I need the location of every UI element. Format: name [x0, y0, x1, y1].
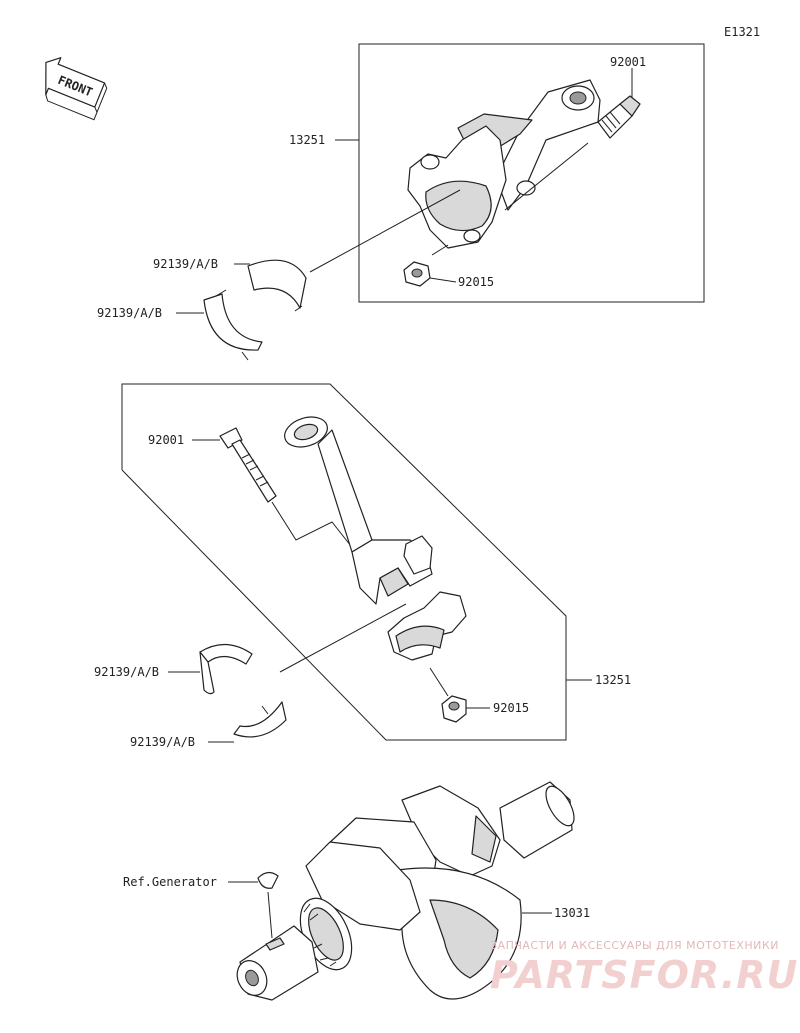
label-bolt-upper: 92001 — [610, 55, 646, 69]
bearing-shell-lower-b — [233, 701, 287, 738]
connecting-rod-lower — [284, 416, 433, 605]
lower-group-frame — [121, 383, 567, 741]
watermark-tagline: ЗАПЧАСТИ И АКСЕССУАРЫ ДЛЯ МОТОТЕХНИКИ — [490, 939, 779, 952]
crankshaft — [236, 781, 575, 1001]
bolt-upper — [597, 68, 641, 139]
bearing-shell-lower-a — [199, 643, 253, 695]
nut-lower — [429, 667, 490, 723]
diagram-code: E1321 — [724, 25, 760, 39]
nut-upper — [403, 244, 457, 287]
watermark-brand: PARTSFOR.RU — [490, 953, 798, 997]
label-bearing-upper-b: 92139/A/B — [97, 306, 162, 320]
label-bearing-upper-a: 92139/A/B — [153, 257, 218, 271]
connecting-rod-upper — [407, 79, 601, 249]
bearing-shell-upper-b — [203, 289, 263, 361]
woodruff-key — [228, 871, 279, 939]
label-bolt-lower: 92001 — [148, 433, 184, 447]
label-bearing-lower-a: 92139/A/B — [94, 665, 159, 679]
label-ref-generator: Ref.Generator — [123, 875, 217, 889]
label-rod-upper: 13251 — [289, 133, 325, 147]
front-arrow-icon: FRONT — [45, 57, 108, 121]
label-rod-lower: 13251 — [595, 673, 631, 687]
bolt-lower — [192, 427, 363, 561]
label-bearing-lower-b: 92139/A/B — [130, 735, 195, 749]
label-nut-lower: 92015 — [493, 701, 529, 715]
label-crankshaft: 13031 — [554, 906, 590, 920]
bearing-shell-upper-a — [247, 259, 307, 312]
rod-cap-lower — [387, 591, 467, 661]
label-nut-upper: 92015 — [458, 275, 494, 289]
upper-group-frame — [358, 43, 705, 303]
